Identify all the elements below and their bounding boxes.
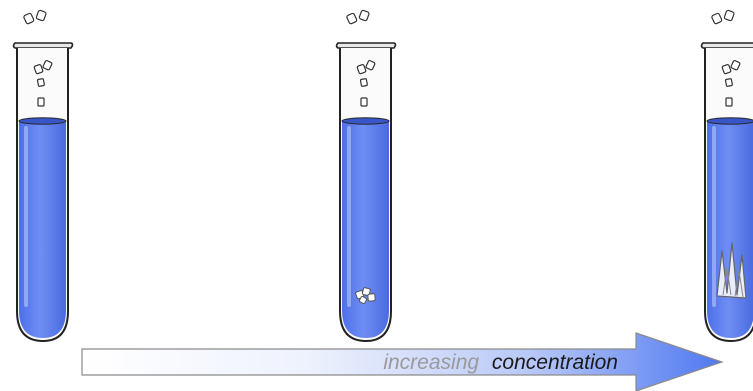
arrow-label-increasing: increasing (383, 351, 479, 374)
arrow-label-concentration: concentration (492, 351, 618, 374)
test-tube-2 (337, 10, 396, 341)
arrow-label: increasing concentration (383, 351, 618, 374)
crystals-falling-icon (711, 10, 734, 24)
crystals-falling-icon (23, 10, 46, 24)
crystals-falling-icon (346, 10, 369, 24)
test-tube-1 (14, 10, 73, 341)
test-tube-3 (702, 10, 753, 341)
concentration-arrow: increasing concentration (82, 333, 722, 391)
